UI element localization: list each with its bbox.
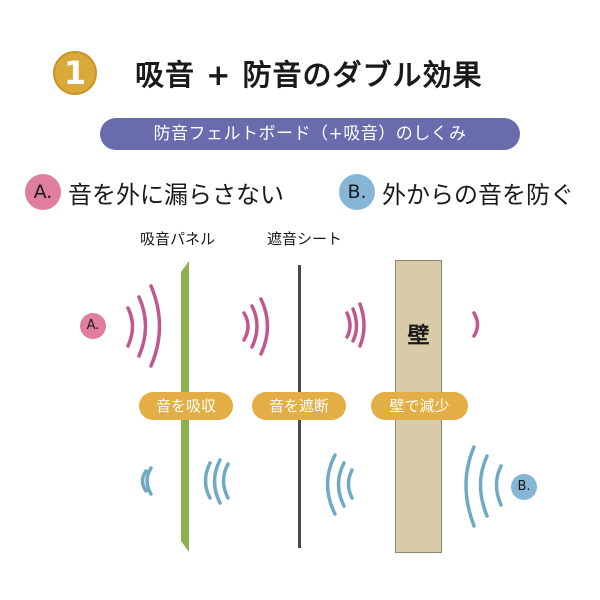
step-number-badge: 1 (53, 51, 97, 95)
goal-a: A. 音を外に漏らさない (25, 174, 284, 210)
goal-a-text: 音を外に漏らさない (68, 180, 284, 209)
incoming-waves-icon (140, 445, 503, 528)
source-b-badge: B. (511, 474, 537, 500)
effect-wall-reduce-pill: 壁で減少 (371, 392, 468, 420)
wall-label: 壁 (407, 324, 430, 349)
goal-b-badge: B. (339, 174, 375, 210)
section-header-pill: 防音フェルトボード（+吸音）のしくみ (100, 118, 520, 150)
source-a-badge: A. (80, 313, 106, 339)
sound-barrier-sheet-label: 遮音シート (267, 230, 343, 248)
goal-b-text: 外からの音を防ぐ (382, 180, 574, 209)
page-title: 吸音 + 防音のダブル効果 (135, 58, 483, 92)
goal-b: B. 外からの音を防ぐ (339, 174, 574, 210)
absorption-panel-label: 吸音パネル (140, 230, 216, 248)
outgoing-waves-icon (126, 284, 480, 368)
goal-a-badge: A. (25, 174, 61, 210)
effect-block-pill: 音を遮断 (252, 392, 346, 420)
effect-absorb-pill: 音を吸収 (139, 392, 233, 420)
